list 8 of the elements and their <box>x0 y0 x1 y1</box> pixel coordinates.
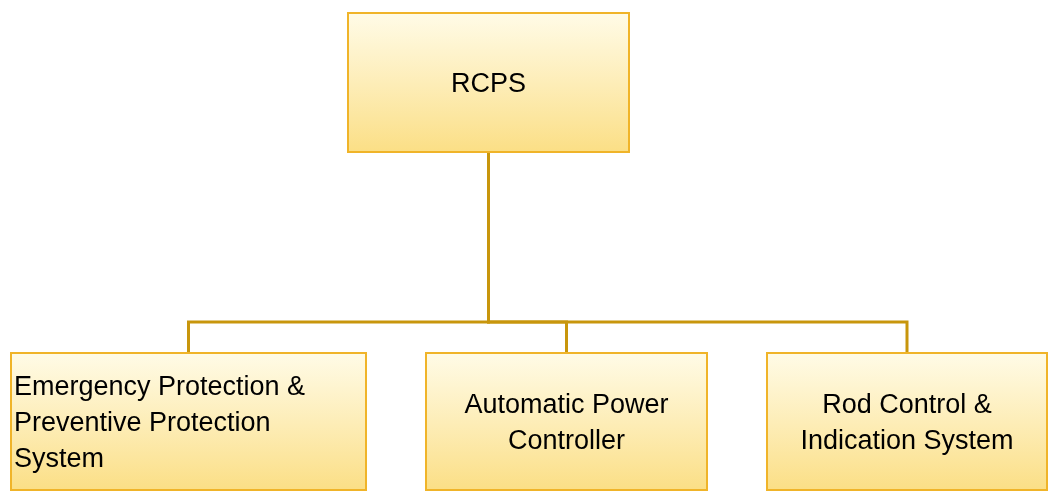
box-label: Emergency Protection & Preventive Protection System <box>14 369 307 475</box>
box-label: Automatic Power Controller <box>463 387 670 457</box>
org-box <box>766 352 1048 491</box>
box-label: Rod Control & Indication System <box>799 387 1015 457</box>
org-box <box>425 352 708 491</box>
org-box <box>347 12 630 153</box>
org-box <box>10 352 367 491</box>
box-label: RCPS <box>451 66 526 100</box>
